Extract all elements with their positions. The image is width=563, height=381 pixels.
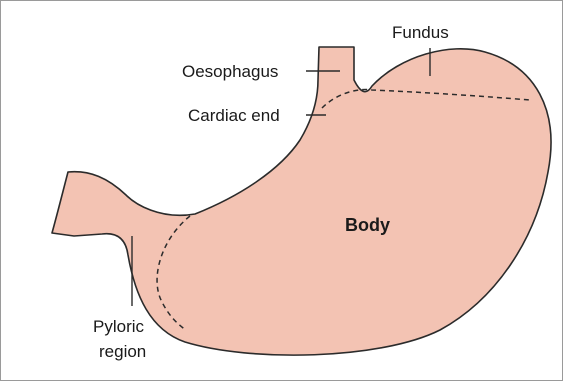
label-pyloric-line2: region — [99, 342, 146, 361]
label-pyloric-line1: Pyloric — [93, 317, 145, 336]
label-oesophagus: Oesophagus — [182, 62, 278, 81]
label-cardiac-end: Cardiac end — [188, 106, 280, 125]
label-fundus: Fundus — [392, 23, 449, 42]
label-body: Body — [345, 215, 390, 235]
stomach-outline — [52, 47, 551, 355]
